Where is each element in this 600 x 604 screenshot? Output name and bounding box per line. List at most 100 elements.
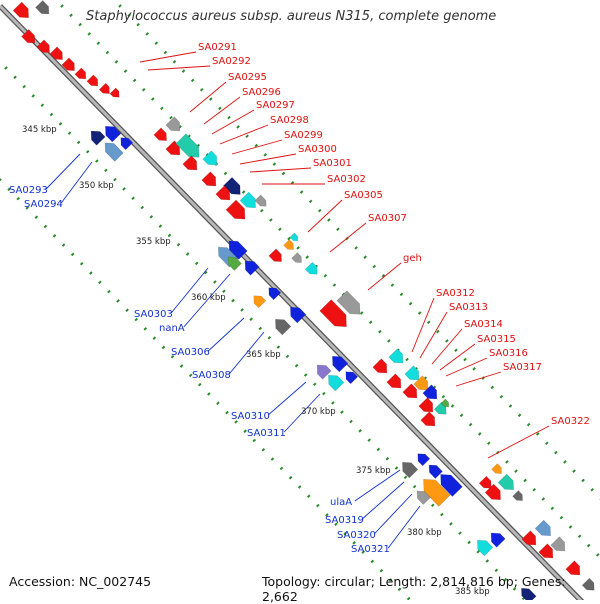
tick-label: 380 kbp [407, 528, 442, 538]
tick-dot [49, 112, 54, 117]
tick-dot [514, 469, 518, 473]
forward-gene-arrow [534, 519, 551, 537]
tick-dot [417, 311, 422, 315]
tick-dot [323, 274, 328, 278]
forward-gene-arrow [388, 348, 404, 364]
tick-dot [485, 559, 490, 563]
accession-label: Accession: NC_002745 [9, 574, 152, 589]
forward-gene-arrow [12, 1, 29, 19]
tick-dot [545, 441, 549, 445]
tick-dot [245, 134, 249, 139]
forward-gene-arrow [201, 171, 217, 187]
forward-gene-arrow [413, 375, 429, 391]
tick-dot [267, 336, 272, 340]
tick-dot [349, 419, 353, 424]
leader-line [170, 267, 209, 314]
forward-gene-arrow [182, 155, 198, 171]
forward-gene-arrow [86, 74, 99, 87]
tick-dot [354, 246, 358, 250]
tick-dot [43, 224, 48, 229]
tick-dot [149, 215, 154, 219]
tick-dot [67, 131, 72, 135]
tick-dot [303, 373, 308, 377]
forward-gene-arrow [512, 490, 523, 501]
tick-dot [468, 422, 473, 427]
leader-line [228, 331, 265, 375]
tick-dot [308, 199, 313, 204]
reverse-gene-arrow [328, 374, 345, 392]
gene-label: SA0291 [198, 42, 237, 53]
tick-dot [358, 429, 362, 433]
tick-dot [316, 503, 320, 508]
tick-dot [394, 466, 399, 470]
tick-dot [270, 457, 275, 461]
tick-dot [436, 329, 440, 334]
tick-dot [31, 94, 36, 98]
gene-label: SA0322 [551, 416, 590, 427]
tick-dot [352, 541, 356, 545]
gene-label: SA0317 [503, 362, 542, 373]
leader-line [329, 222, 367, 253]
tick-dot [458, 531, 462, 535]
tick-dot [577, 534, 582, 539]
tick-dot [285, 354, 290, 359]
forward-gene-arrow [289, 232, 299, 242]
tick-dot [58, 122, 63, 126]
forward-gene-arrow [291, 252, 302, 263]
tick-dot [343, 531, 347, 536]
forward-gene-arrow [581, 577, 595, 591]
tick-dot [216, 401, 220, 406]
forward-gene-arrow [422, 384, 438, 400]
tick-dot [595, 553, 600, 557]
tick-dot [359, 311, 364, 315]
tick-dot [294, 363, 299, 368]
reverse-gene-arrow [416, 490, 431, 505]
leader-line [249, 167, 312, 173]
tick-dot [296, 246, 300, 250]
tick-dot [378, 329, 382, 334]
tick-dot [176, 242, 181, 247]
tick-dot [472, 367, 476, 371]
tick-label: 385 kbp [455, 587, 490, 597]
tick-dot [141, 87, 146, 92]
tick-dot [76, 140, 81, 145]
tick-dot [463, 357, 467, 362]
gene-label: SA0302 [327, 174, 366, 185]
tick-dot [372, 264, 377, 269]
leader-line [445, 357, 488, 377]
leader-line [387, 505, 421, 549]
tick-dot [367, 438, 371, 442]
tick-dot [161, 345, 166, 350]
tick-dot [554, 450, 558, 455]
tick-dot [70, 252, 75, 257]
tick-dot [276, 345, 281, 349]
gene-label: SA0307 [368, 213, 407, 224]
tick-dot [376, 447, 381, 452]
tick-dot [517, 413, 522, 418]
forward-gene-arrow [222, 176, 241, 195]
tick-dot [258, 326, 263, 331]
tick-dot [287, 236, 291, 241]
tick-dot [203, 270, 208, 275]
tick-dot [334, 522, 338, 526]
tick-dot [179, 364, 184, 368]
forward-gene-arrow [550, 536, 566, 552]
leader-line [411, 297, 435, 353]
gene-label: SA0293 [9, 185, 48, 196]
leader-line [189, 81, 227, 113]
tick-dot [532, 487, 536, 492]
gene-features [12, 0, 595, 600]
tick-dot [288, 475, 293, 480]
reverse-gene-arrow [423, 478, 451, 507]
tick-dot [388, 578, 393, 582]
tick-dot [526, 422, 531, 427]
gene-label: SA0319 [325, 515, 364, 526]
gene-label: SA0315 [477, 334, 516, 345]
tick-dot [114, 60, 119, 64]
tick-dot [581, 478, 585, 483]
tick-dot [263, 153, 268, 157]
reverse-gene-arrow [227, 256, 242, 271]
tick-dot [322, 391, 326, 396]
reverse-gene-arrow [105, 125, 122, 143]
tick-dot [441, 394, 446, 399]
